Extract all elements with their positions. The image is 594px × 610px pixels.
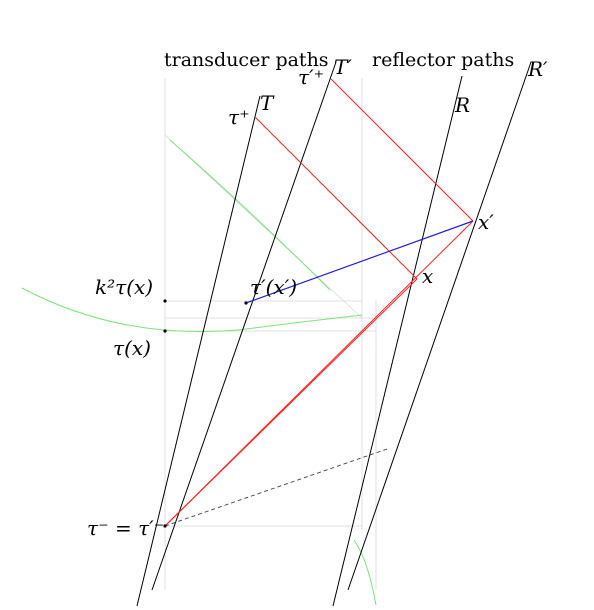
- hyperbolas: [21, 139, 377, 606]
- signal-to-x-prime: [164, 220, 474, 527]
- light-signals: [164, 78, 474, 527]
- signal-x-return: [254, 116, 418, 280]
- dot-tau-prime-x-prime: [244, 301, 248, 305]
- label-x: x: [422, 264, 433, 288]
- label-tau-prime-plus: τ′⁺: [298, 65, 324, 89]
- guide-diagonal: [164, 134, 363, 319]
- label-R: R: [454, 93, 470, 117]
- label-T: T: [260, 91, 275, 115]
- label-T-prime: T′: [334, 55, 352, 79]
- dot-origin: [163, 524, 167, 528]
- hyperbola-left: [21, 287, 363, 333]
- label-tau-x: τ(x): [113, 336, 151, 360]
- label-R-prime: R′: [527, 57, 548, 81]
- simultaneity-line: [245, 220, 474, 304]
- worldline-T: [136, 95, 261, 607]
- label-x-prime: x′: [478, 210, 494, 234]
- worldline-T-prime: [151, 61, 337, 591]
- worldlines: [136, 61, 532, 607]
- guide-lines: [164, 78, 377, 590]
- event-dots: [163, 299, 248, 528]
- hyperbola-faint-diag: [169, 139, 331, 291]
- dot-tau: [163, 329, 167, 333]
- heading-reflector-paths: reflector paths: [372, 49, 514, 71]
- label-k2-tau-x: k²τ(x): [95, 275, 153, 299]
- label-tau-prime-x-prime: τ′(x′): [250, 275, 297, 299]
- worldline-R: [332, 75, 463, 607]
- heading-transducer-paths: transducer paths: [164, 49, 329, 71]
- signal-x-prime-return: [330, 78, 474, 222]
- dot-k2tau: [163, 299, 167, 303]
- label-tau-plus: τ⁺: [228, 105, 250, 129]
- label-tau-minus-eq: τ⁻ = τ′⁻: [87, 516, 164, 540]
- worldline-R-prime: [347, 61, 532, 591]
- hyperbola-right: [353, 539, 377, 606]
- dashed-reference: [164, 447, 391, 527]
